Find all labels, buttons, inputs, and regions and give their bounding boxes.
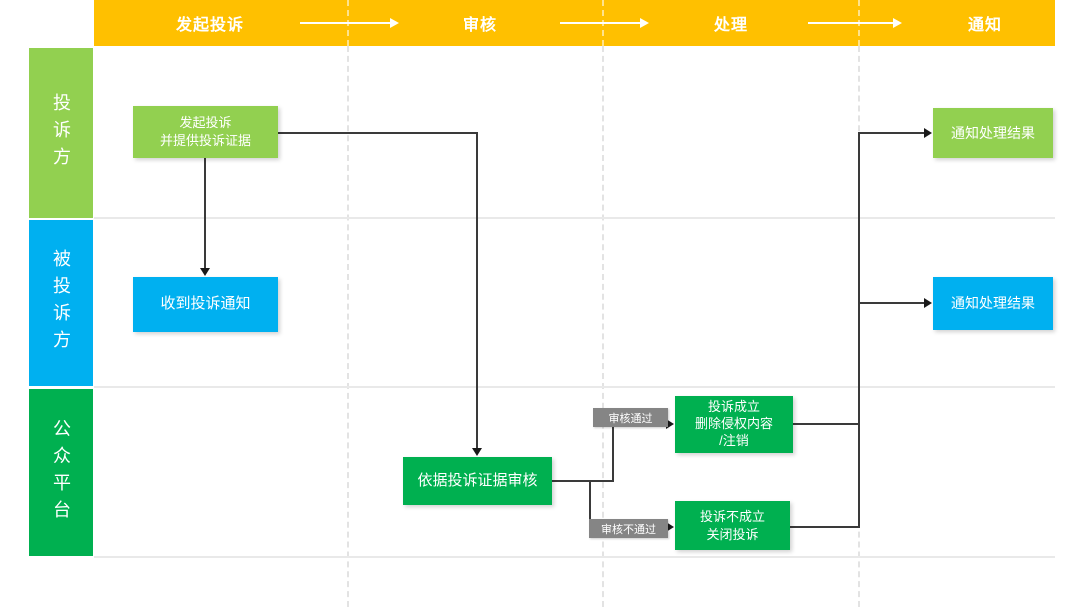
arrowhead-icon: [200, 268, 210, 276]
phase-label-review: 审核: [462, 17, 498, 34]
edge-label-review-pass: 审核通过: [593, 408, 668, 427]
phase-arrow-icon: [893, 18, 902, 28]
connector-review-pass: [612, 423, 614, 482]
connector-initiate-to-received: [204, 158, 206, 268]
node-receive-notice: 收到投诉通知: [133, 277, 278, 332]
arrowhead-icon: [924, 128, 932, 138]
arrowhead-icon: [924, 298, 932, 308]
node-review-evidence: 依据投诉证据审核: [403, 457, 552, 505]
lane-divider: [94, 556, 1055, 558]
phase-arrow-icon: [640, 18, 649, 28]
phase-divider: [347, 0, 349, 46]
phase-label-initiate: 发起投诉: [175, 17, 245, 34]
node-notify-result-complainant: 通知处理结果: [933, 108, 1053, 158]
lane-label-platform: 公众平台: [29, 389, 93, 556]
phase-divider: [347, 46, 349, 607]
arrowhead-icon: [666, 522, 674, 532]
phase-label-handle: 处理: [713, 17, 749, 34]
edge-label-review-fail: 审核不通过: [589, 519, 668, 538]
phase-divider: [602, 0, 604, 46]
connector-review-fail: [589, 480, 591, 528]
arrowhead-icon: [666, 419, 674, 429]
lane-label-complainant: 投诉方: [29, 48, 93, 218]
connector-initiate-to-review: [278, 132, 476, 134]
phase-divider: [602, 46, 604, 607]
connector-review-out: [551, 480, 614, 482]
connector-upheld-to-trunk: [793, 423, 859, 425]
connector-trunk: [858, 132, 860, 528]
connector-trunk-to-notify-respondent: [858, 302, 924, 304]
phase-arrow-line: [300, 22, 390, 24]
connector-initiate-to-review: [476, 132, 478, 449]
node-initiate-complaint: 发起投诉 并提供投诉证据: [133, 106, 278, 158]
phase-arrow-line: [808, 22, 893, 24]
node-complaint-rejected: 投诉不成立 关闭投诉: [675, 501, 790, 550]
arrowhead-icon: [472, 448, 482, 456]
lane-divider: [94, 217, 1055, 219]
node-complaint-upheld: 投诉成立 删除侵权内容 /注销: [675, 396, 793, 453]
lane-divider: [94, 386, 1055, 388]
connector-rejected-to-trunk: [790, 526, 859, 528]
phase-label-notify: 通知: [967, 17, 1003, 34]
phase-arrow-line: [560, 22, 640, 24]
connector-trunk-to-notify-complainant: [858, 132, 924, 134]
lane-label-respondent: 被投诉方: [29, 220, 93, 386]
phase-arrow-icon: [390, 18, 399, 28]
node-notify-result-respondent: 通知处理结果: [933, 277, 1053, 330]
phase-divider: [858, 0, 860, 46]
